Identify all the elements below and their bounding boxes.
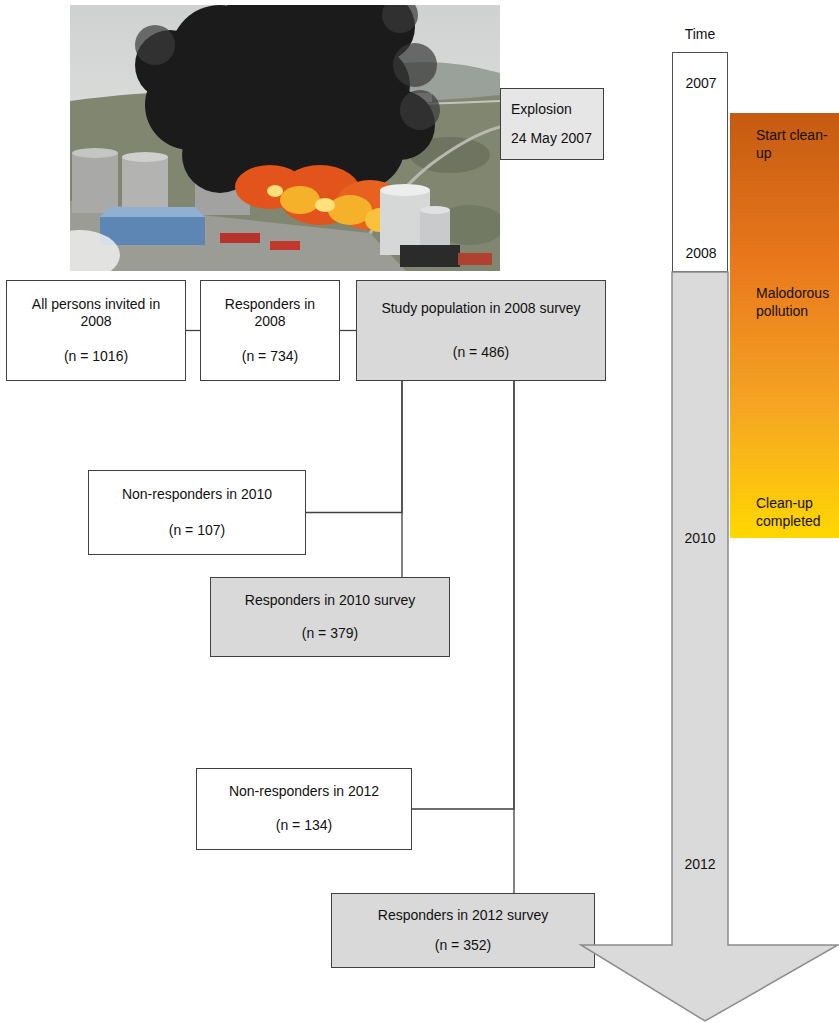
photo-ellipse (420, 206, 450, 214)
node-text: Explosion (511, 101, 572, 119)
study-box: Study population in 2008 survey (n = 486) (356, 280, 606, 381)
photo-circle (260, 5, 340, 53)
arrow-outline (580, 272, 839, 1023)
node-text: 2010 (672, 530, 728, 548)
node-subtext: (n = 1016) (64, 348, 128, 366)
connector-line (340, 330, 356, 331)
node-subtext: Clean-up completed (756, 495, 837, 530)
photo-circle (382, 5, 418, 33)
arrow-shape (581, 272, 838, 1021)
connector-line (401, 381, 402, 577)
study-box: Responders in 2012 survey (n = 352) (331, 893, 595, 968)
event-box: Explosion 24 May 2007 (500, 88, 604, 160)
process-box: All persons invited in 2008 (n = 1016) (6, 280, 186, 381)
node-subtext: (n = 379) (302, 625, 358, 643)
photo-ellipse (315, 198, 335, 212)
node-text: Responders in 2012 survey (378, 907, 548, 925)
photo-g (70, 207, 492, 271)
node-subtext: (n = 134) (276, 817, 332, 835)
node-text: Non-responders in 2010 (122, 486, 272, 504)
process-box: Non-responders in 2010 (n = 107) (88, 470, 306, 555)
timeline-arrow: 2010 2012 (580, 272, 839, 1023)
photo-rect (420, 210, 450, 250)
photo-ellipse (70, 230, 120, 271)
connector-line (306, 381, 402, 513)
photo-rect (458, 253, 492, 265)
connector-line (186, 330, 200, 331)
photo-ellipse (122, 152, 168, 162)
study-box: Responders in 2010 survey (n = 379) (210, 577, 450, 657)
node-subtext: Malodorous pollution (756, 285, 837, 320)
photo-rect (72, 153, 118, 213)
photo-g (380, 184, 450, 255)
node-text: All persons invited in 2008 (15, 296, 177, 331)
node-text: Responders in 2010 survey (245, 592, 415, 610)
photo-polygon (100, 207, 205, 217)
node-text: Non-responders in 2012 (229, 783, 379, 801)
photo-rect (400, 245, 460, 267)
timeline-segment: 2007 2008 (672, 52, 728, 272)
node-text: Start clean-up (756, 127, 837, 162)
node-subtext: (n = 734) (242, 348, 298, 366)
photo-ellipse (280, 186, 320, 214)
node-subtext: 2008 (673, 245, 729, 263)
photo-ellipse (380, 184, 430, 196)
photo-circle (393, 43, 437, 87)
node-subtext: 24 May 2007 (511, 130, 592, 148)
node-subtext: (n = 486) (453, 344, 509, 362)
node-subtext: 2012 (672, 856, 728, 874)
photo-circle (135, 25, 175, 65)
photo-ellipse (72, 148, 118, 158)
connector-line (513, 381, 514, 893)
node-text: Responders in 2008 (209, 296, 331, 331)
photo-g (135, 5, 440, 130)
node-subtext: (n = 107) (169, 522, 225, 540)
photo-ellipse (267, 185, 283, 197)
explosion-photo (70, 5, 500, 271)
process-box: Responders in 2008 (n = 734) (200, 280, 340, 381)
node-subtext: (n = 352) (435, 937, 491, 955)
photo-rect (270, 241, 300, 250)
photo-rect (100, 217, 205, 245)
cleanup-band: Start clean-upMalodorous pollutionClean-… (730, 113, 839, 538)
axis-label: Time (672, 26, 728, 44)
node-text: Study population in 2008 survey (381, 300, 580, 318)
photo-rect (220, 233, 260, 243)
process-box: Non-responders in 2012 (n = 134) (196, 768, 412, 850)
photo-circle (400, 90, 440, 130)
node-text: 2007 (673, 75, 729, 93)
photo-rect (122, 157, 168, 213)
